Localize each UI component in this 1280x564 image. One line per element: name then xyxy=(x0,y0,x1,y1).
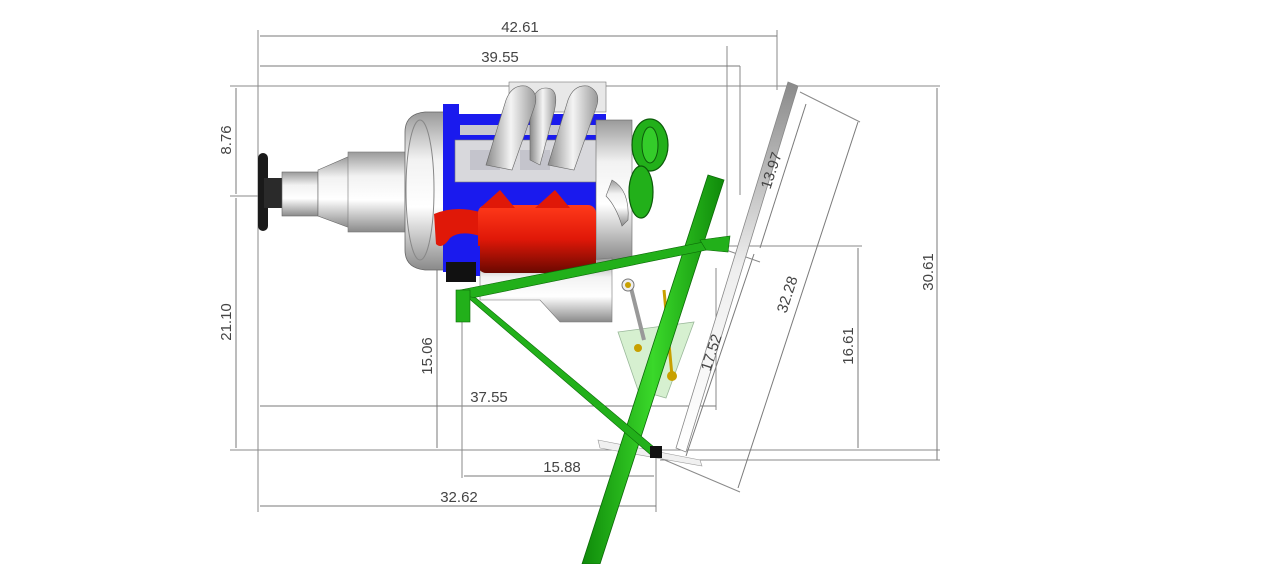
engine-mount-frame xyxy=(455,174,731,564)
dim-firewall-upper: 13.97 xyxy=(758,150,786,191)
dim-firewall-lower: 17.52 xyxy=(698,332,726,373)
dim-mount-length: 37.55 xyxy=(470,389,508,406)
propeller-hub xyxy=(258,151,409,233)
dim-to-firewall: 39.55 xyxy=(481,49,519,66)
dim-mount-height: 15.06 xyxy=(419,337,436,375)
dim-firewall-length: 32.28 xyxy=(774,274,802,315)
dim-firewall-offset: 16.61 xyxy=(840,327,857,365)
dim-prop-to-mount: 32.62 xyxy=(440,489,478,506)
engine xyxy=(404,81,669,323)
dim-overall-length: 42.61 xyxy=(501,19,539,36)
dim-mount-base: 15.88 xyxy=(543,459,581,476)
dimension-lines xyxy=(230,30,940,512)
dim-total-height: 30.61 xyxy=(920,253,937,291)
dim-prop-axis-height: 21.10 xyxy=(218,303,235,341)
dim-spinner-height: 8.76 xyxy=(218,125,235,154)
